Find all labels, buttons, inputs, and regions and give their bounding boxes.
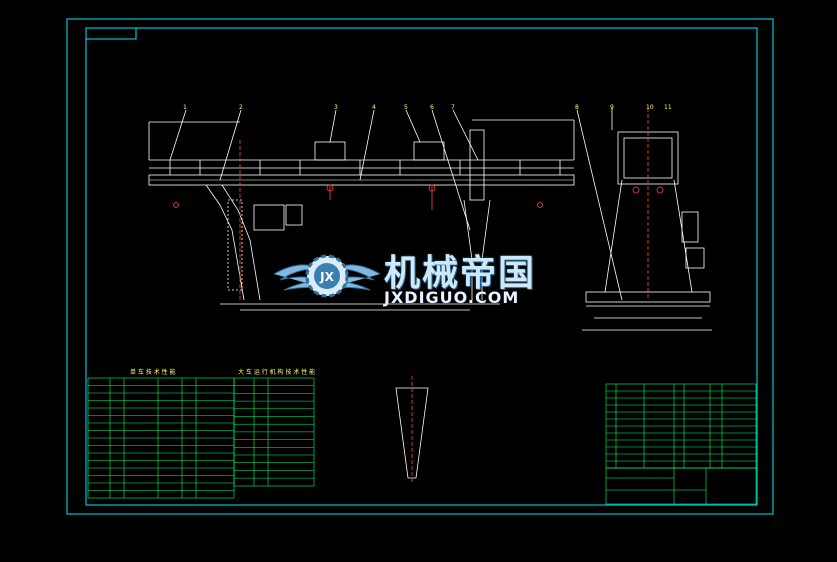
callout-2: 2 [239, 104, 243, 111]
callout-3: 3 [334, 104, 338, 111]
table-left-title: 单 车 技 术 性 能 [130, 369, 176, 376]
callout-9: 9 [610, 104, 614, 111]
crane-spec-rows [88, 385, 234, 491]
watermark-english: JXDIGUO.COM [384, 288, 520, 307]
callout-8: 8 [575, 104, 579, 111]
parts-list-rows [606, 390, 756, 462]
watermark-chinese: 机械帝国 [384, 253, 537, 294]
callout-4: 4 [372, 104, 376, 111]
front-elevation-view [148, 109, 623, 311]
winged-gear-emblem: JX [273, 254, 381, 298]
callout-7: 7 [451, 104, 455, 111]
table-right-title: 大 车 运 行 机 构 技 术 性 能 [238, 369, 316, 376]
callout-1: 1 [183, 104, 187, 111]
callout-10: 10 [646, 104, 654, 111]
callout-6: 6 [430, 104, 434, 111]
watermark-logo: JX 机械帝国 JXDIGUO.COM [272, 236, 572, 320]
travel-mechanism-rows [234, 385, 314, 479]
title-block [605, 467, 757, 505]
corner-label-box [85, 27, 137, 40]
callout-5: 5 [404, 104, 408, 111]
cone-detail [395, 376, 429, 484]
outer-border [66, 18, 774, 515]
badge-text: JX [319, 270, 334, 284]
callout-11: 11 [664, 104, 672, 111]
inner-border [85, 27, 758, 506]
side-elevation-view [582, 108, 712, 331]
